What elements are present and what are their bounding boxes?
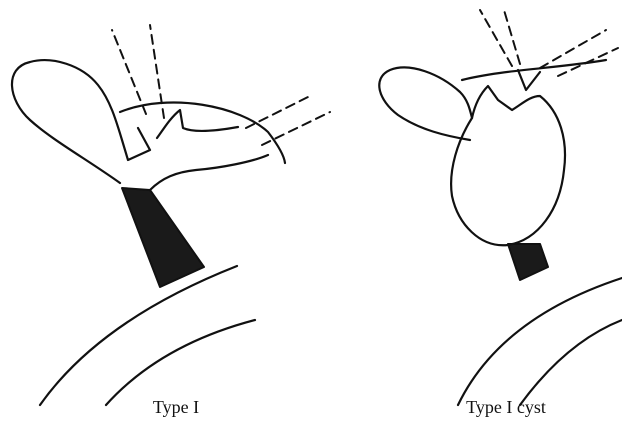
- common-bile-duct: [122, 188, 204, 287]
- gallbladder: [12, 60, 150, 183]
- distal-common-bile-duct: [508, 244, 548, 280]
- panel-type-i-cyst: [379, 10, 622, 405]
- dashed-duct-up-1: [112, 30, 146, 114]
- dashed-duct-right-2: [262, 112, 330, 145]
- caption-type-i: Type I: [153, 398, 199, 416]
- duodenum-inner-arc: [520, 320, 622, 405]
- right-hepatic-duct: [150, 155, 268, 190]
- panel-type-i: [12, 25, 330, 405]
- gallbladder: [379, 67, 472, 140]
- choledochal-cyst: [451, 86, 565, 245]
- duodenum-outer-arc: [458, 278, 622, 405]
- duct-bifurcation: [518, 70, 540, 90]
- left-hepatic-duct: [157, 110, 238, 138]
- dashed-duct-up-2: [504, 10, 520, 64]
- duodenum-inner-arc: [106, 320, 255, 405]
- caption-type-i-cyst: Type I cyst: [466, 398, 546, 416]
